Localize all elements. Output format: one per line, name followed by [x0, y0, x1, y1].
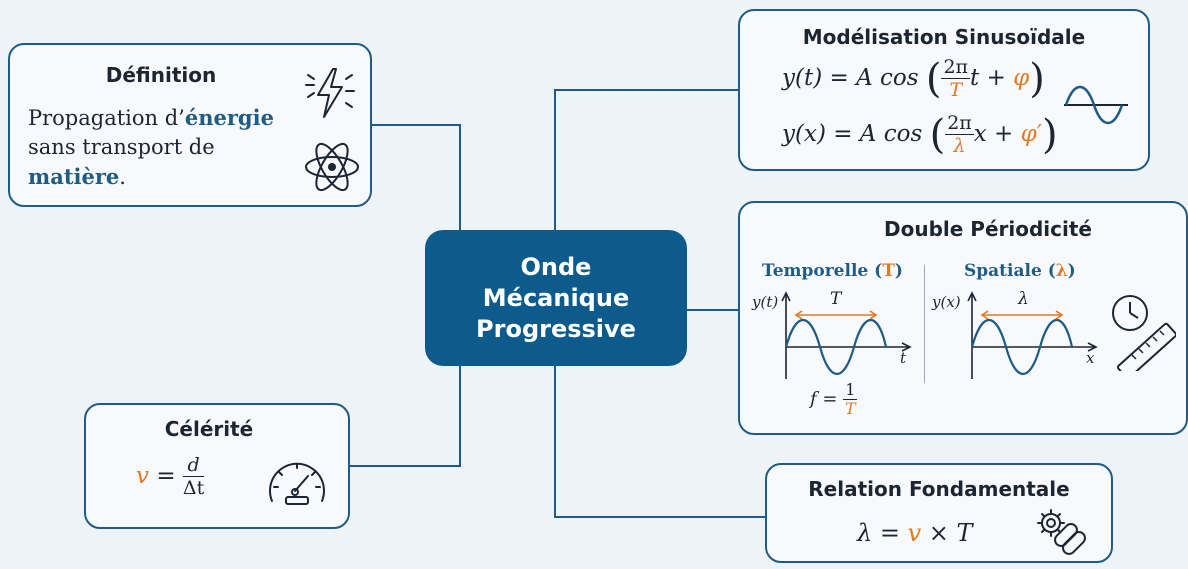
celerity-v: v [136, 463, 149, 489]
temporal-graph [781, 291, 912, 379]
definition-text-prefix: Propagation d’ [28, 106, 185, 130]
temporal-ylabel: y(t) [752, 293, 779, 311]
frequency-formula: f = 1 T [810, 380, 858, 418]
sinus-card: Modélisation Sinusoïdale y(t) = A cos ( … [738, 9, 1150, 171]
definition-energy: énergie [184, 105, 274, 130]
relation-lhs: λ = [857, 519, 900, 547]
connector-celerity [350, 366, 461, 467]
center-node: Onde Mécanique Progressive [425, 230, 687, 366]
celerity-eq: = [156, 463, 176, 489]
freq-lhs: f = [810, 388, 838, 410]
atom-icon [305, 142, 359, 192]
celerity-card: Célérité v = d Δt [84, 403, 350, 529]
sinus-eq2-phase: φ′ [1020, 121, 1042, 147]
connector-relation [554, 366, 765, 518]
temporal-label: Temporelle (T) [762, 261, 903, 281]
connector-sinus [554, 89, 738, 230]
celerity-formula: v = d Δt [136, 455, 205, 499]
sinus-eq2-var: x + [973, 121, 1021, 147]
center-line-1: Onde [520, 252, 592, 281]
relation-v: v [907, 519, 922, 547]
periodicity-title: Double Périodicité [884, 217, 1092, 241]
speedometer-icon [269, 462, 325, 505]
freq-fraction: 1 T [843, 380, 858, 418]
celerity-fraction: d Δt [182, 455, 205, 499]
definition-matter: matière [28, 164, 120, 189]
spatial-label: Spatiale (λ) [964, 261, 1076, 281]
relation-title: Relation Fondamentale [808, 477, 1070, 501]
sinus-eq2-lhs: y(x) = A cos [782, 121, 923, 147]
clock-ruler-icon [1112, 295, 1176, 371]
relation-card: Relation Fondamentale λ = v × T [765, 463, 1113, 563]
connector-definition [372, 124, 461, 230]
periodicity-card: Double Périodicité Temporelle (T) Spatia… [738, 201, 1188, 435]
sinus-eq1-lhs: y(t) = A cos [782, 65, 919, 91]
spatial-xlabel: x [1086, 349, 1095, 367]
celerity-title: Célérité [164, 417, 254, 441]
center-line-2: Mécanique [482, 283, 630, 312]
freq-num: 1 [843, 380, 858, 400]
spatial-graph [967, 291, 1098, 379]
sinus-eq2-frac: 2π λ [945, 113, 974, 157]
sinus-eq1-frac: 2π T [941, 56, 971, 101]
sinus-eq1-phase: φ [1013, 65, 1030, 91]
definition-text: Propagation d’énergie sans transport de … [28, 103, 274, 192]
sinus-eq2: y(x) = A cos ( 2π λ x + φ′) [782, 112, 1058, 158]
sinus-eq1: y(t) = A cos ( 2π T t + φ) [782, 56, 1045, 102]
sine-wave-icon [1064, 85, 1128, 125]
definition-text-middle: sans transport de [28, 135, 215, 159]
spatial-ylabel: y(x) [932, 293, 961, 311]
sinus-eq2-num: 2π [945, 112, 974, 135]
celerity-den: Δt [182, 477, 205, 499]
sinus-eq1-num: 2π [941, 56, 971, 79]
temporal-xlabel: t [900, 349, 907, 367]
definition-card: Définition Propagation d’énergie sans tr… [8, 43, 372, 207]
sinus-eq1-var: t + [970, 65, 1014, 91]
temporal-period: T [830, 289, 842, 309]
definition-text-end: . [119, 165, 126, 189]
celerity-num: d [182, 455, 205, 477]
periodicity-divider [924, 265, 925, 383]
definition-title: Définition [105, 63, 217, 87]
sinus-eq2-den: λ [953, 135, 966, 157]
center-line-3: Progressive [476, 314, 636, 343]
freq-den: T [844, 399, 856, 418]
relation-formula: λ = v × T [857, 519, 973, 547]
sinus-title: Modélisation Sinusoïdale [802, 25, 1086, 49]
lightning-icon [305, 68, 355, 118]
relation-rhs: × T [928, 519, 973, 547]
spatial-period: λ [1018, 289, 1029, 309]
sinus-eq1-den: T [949, 79, 963, 101]
gear-chain-icon [1037, 509, 1086, 555]
